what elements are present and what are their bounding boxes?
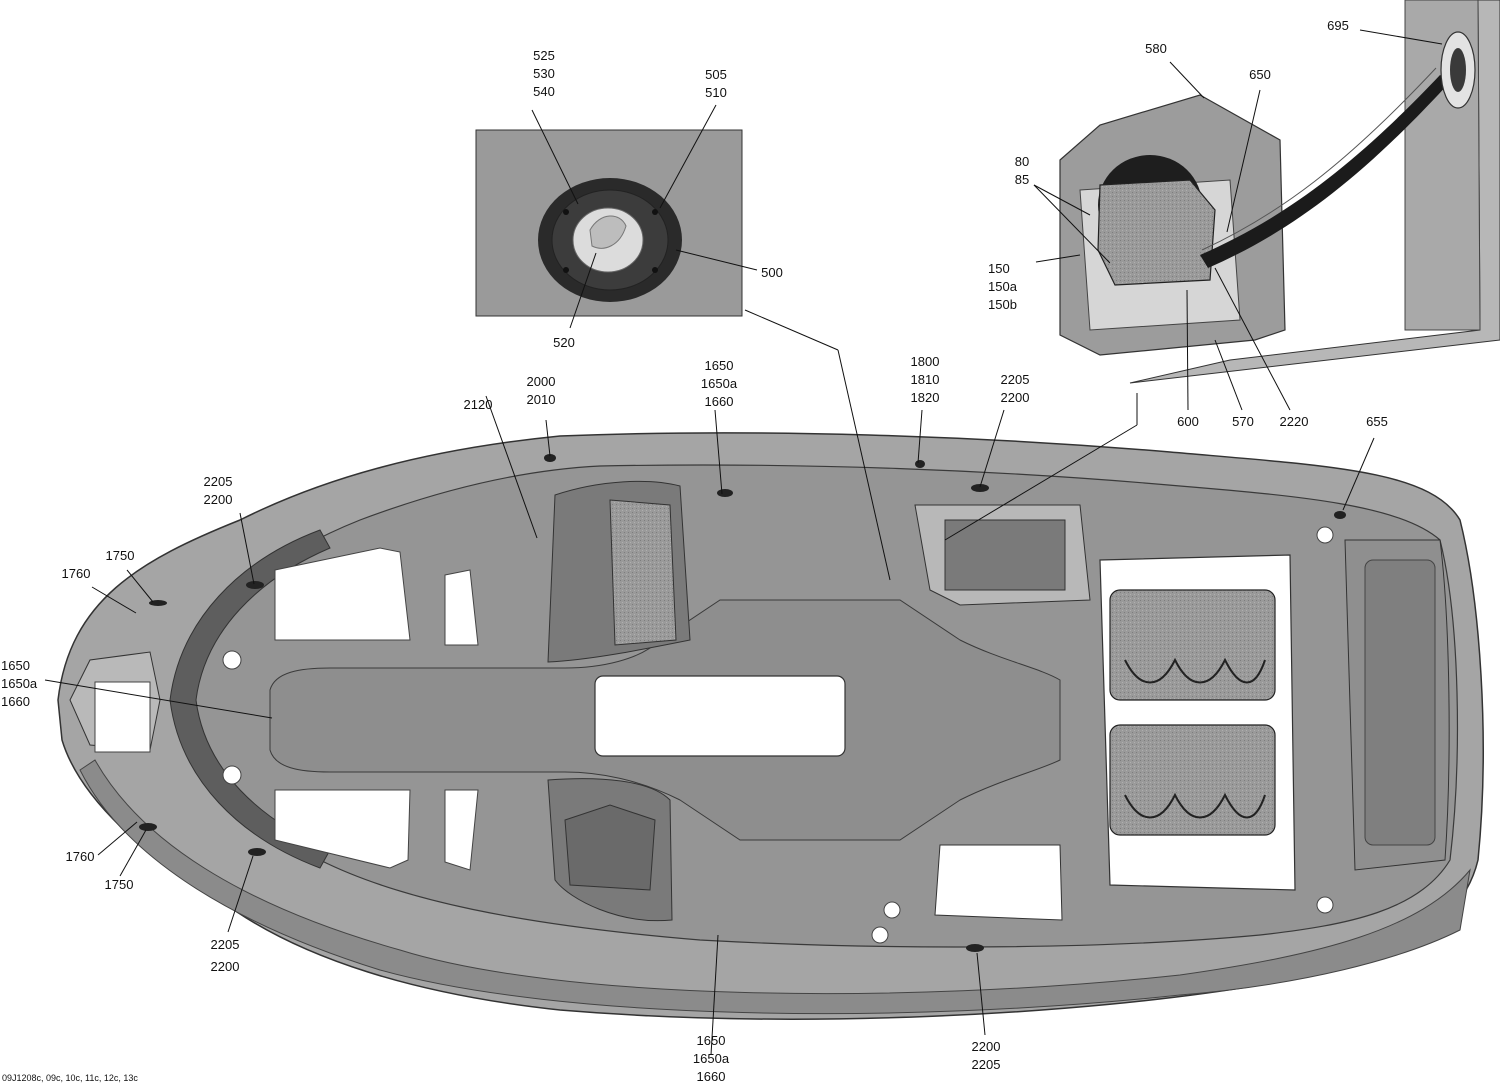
callout-2220: 2220 [1279,414,1309,429]
inset-fuel-filler [475,129,743,317]
storage-inner [944,519,1066,591]
callout-1750-bot: 1750 [104,877,134,892]
callout-1760-bot: 1760 [65,849,95,864]
callout-655: 655 [1366,414,1388,429]
callout-600: 600 [1177,414,1199,429]
drain-holes [222,526,1334,944]
swim-platform-inset [1364,559,1436,846]
callout-500: 500 [761,265,783,280]
bow-window-upper-left [274,547,411,641]
callout-570: 570 [1232,414,1254,429]
callout-695: 695 [1327,18,1349,33]
callout-650: 650 [1249,67,1271,82]
callout-1750-top: 1750 [105,548,135,563]
bow-window [94,681,151,753]
figure-code: 09J1208c, 09c, 10c, 11c, 12c, 13c [2,1073,138,1083]
bow-window-lower-right [444,789,479,871]
starboard-console-seat [564,804,656,891]
fuel-hose [1200,75,1450,268]
callout-2120: 2120 [463,397,493,412]
pump-body [1097,179,1216,286]
hull [57,432,1484,1020]
callout-1760-top: 1760 [61,566,91,581]
engine-lower [1109,724,1276,836]
inset-fuel-pump [1047,0,1500,385]
port-console-panel [609,499,677,646]
hull-side-band [79,759,1471,1015]
center-hatch-window [594,675,846,757]
leader-lines [44,29,1443,1056]
callout-580: 580 [1145,41,1167,56]
bow-window-upper-right [444,569,479,646]
cleats [139,454,1346,952]
bow-window-lower-left [274,789,411,869]
bow-dark-band [169,529,331,869]
lower-compartment-window [934,844,1063,921]
engine-upper [1109,589,1276,701]
callout-520: 520 [553,335,575,350]
